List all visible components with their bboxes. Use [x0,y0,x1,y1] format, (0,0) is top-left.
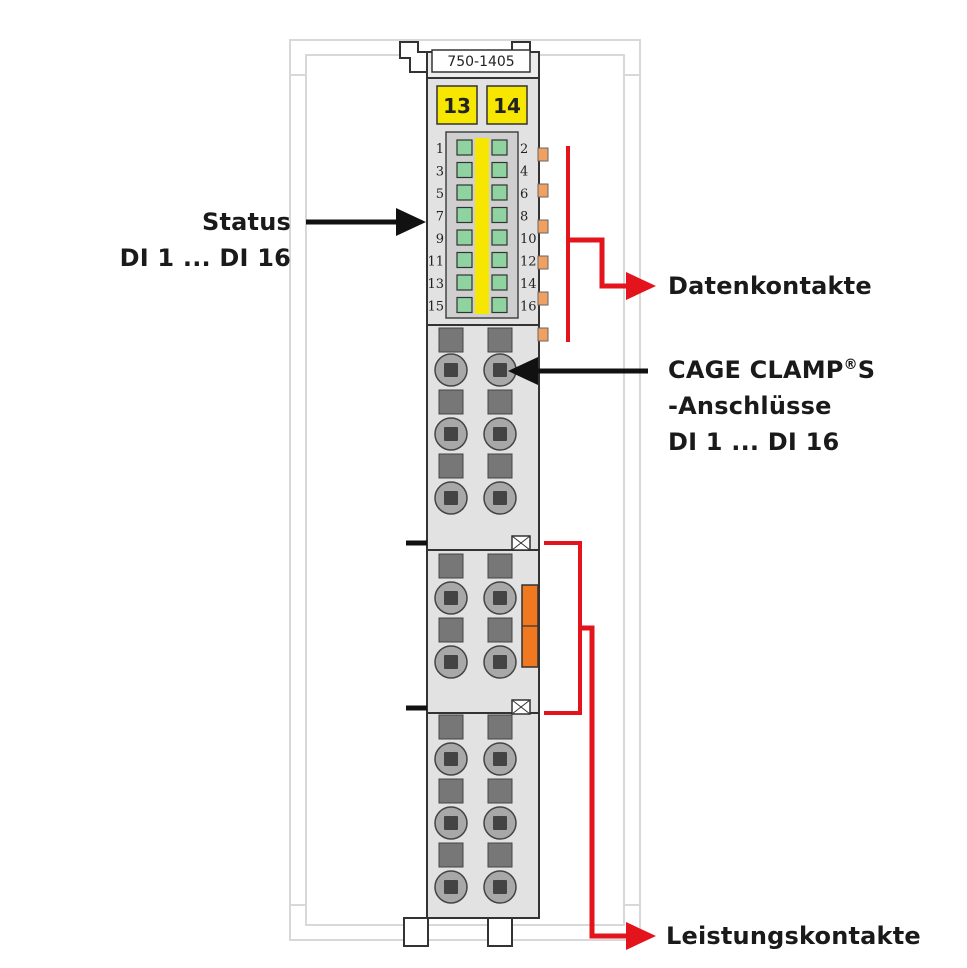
cage-clamp-block-2 [434,553,517,679]
clamp-wire-entry [493,655,507,669]
cage-clamp-label: CAGE CLAMP®S -Anschlüsse DI 1 ... DI 16 [668,352,875,460]
data-contacts-label: Datenkontakte [668,272,872,300]
fuse-label-13: 13 [443,94,471,118]
clamp-wire-entry [444,752,458,766]
clamp-release-slot [487,714,513,740]
clamp-wire-entry [493,752,507,766]
led-14 [491,274,508,291]
led-6 [491,184,508,201]
clamp-wire-entry [444,880,458,894]
clamp-wire-entry [493,427,507,441]
data-contact-tab [537,255,549,270]
clamp-release-slot [438,617,464,643]
led-4 [491,161,508,179]
data-contact-tabs [537,147,549,342]
clamp-wire-entry [493,363,507,377]
cage-clamp-block-1 [434,327,517,515]
led-number-label: 1 [436,142,444,157]
status-arrow [306,208,426,236]
led-number-label: 4 [520,165,528,180]
clamp-release-slot [438,389,464,415]
fuse-label-14: 14 [493,94,521,118]
led-number-label: 6 [520,187,528,202]
data-contact-tab [537,291,549,306]
led-1 [456,139,473,156]
status-label: Status DI 1 ... DI 16 [120,204,291,276]
power-contacts-arrow [544,541,656,950]
led-13 [456,274,473,291]
clamp-release-slot [487,327,513,353]
cage-clamp-block-3 [434,714,517,904]
power-contacts-label: Leistungskontakte [666,922,921,950]
data-contacts-arrow [566,146,656,342]
status-label-line2: DI 1 ... DI 16 [119,244,291,272]
clamp-wire-entry [493,880,507,894]
clamp-release-slot [487,778,513,804]
clamp-wire-entry [444,427,458,441]
led-12 [491,251,508,269]
plug-separator-2 [406,699,539,715]
fuse-labels: 13 14 [436,85,528,125]
led-number-label: 2 [520,142,528,157]
led-8 [491,206,508,224]
part-number-label: 750-1405 [447,54,514,70]
led-10 [491,229,508,246]
led-number-label: 3 [436,165,444,180]
led-number-label: 10 [520,232,537,247]
cage-clamp-label-line3: DI 1 ... DI 16 [668,428,840,456]
led-15 [456,296,473,314]
data-contact-tab [537,327,549,342]
clamp-release-slot [487,617,513,643]
clamp-release-slot [438,453,464,479]
clamp-release-slot [487,553,513,579]
cage-clamp-label-line2: -Anschlüsse [668,392,832,420]
clamp-release-slot [438,714,464,740]
clamp-release-slot [438,842,464,868]
led-2 [491,139,508,156]
led-number-label: 11 [427,255,444,270]
clamp-release-slot [438,778,464,804]
data-contact-tab [537,219,549,234]
status-label-line1: Status [202,208,291,236]
bottom-clip [403,917,539,947]
led-number-label: 8 [520,210,528,225]
led-number-label: 13 [427,277,444,292]
led-7 [456,206,473,224]
plug-separator-1 [406,535,539,551]
led-5 [456,184,473,201]
led-16 [491,296,508,314]
led-number-label: 12 [520,255,537,270]
clamp-release-slot [487,389,513,415]
clamp-wire-entry [444,816,458,830]
led-number-label: 14 [520,277,537,292]
clamp-release-slot [487,453,513,479]
data-contact-tab [537,147,549,162]
led-9 [456,229,473,246]
cage-clamp-label-line1: CAGE CLAMP®S [668,356,876,384]
clamp-wire-entry [493,816,507,830]
led-11 [456,251,473,269]
clamp-wire-entry [444,363,458,377]
clamp-release-slot [438,553,464,579]
clamp-wire-entry [444,655,458,669]
clamp-wire-entry [444,591,458,605]
led-number-label: 9 [436,232,444,247]
cage-clamp-arrow [508,357,648,385]
clamp-wire-entry [444,491,458,505]
data-contact-tab [537,183,549,198]
led-number-label: 16 [520,300,537,315]
led-number-label: 7 [436,210,444,225]
part-number-plate: 750-1405 [431,49,531,73]
led-number-label: 5 [436,187,444,202]
led-3 [456,161,473,179]
clamp-release-slot [487,842,513,868]
clamp-release-slot [438,327,464,353]
clamp-wire-entry [493,491,507,505]
led-number-label: 15 [427,300,444,315]
clamp-wire-entry [493,591,507,605]
